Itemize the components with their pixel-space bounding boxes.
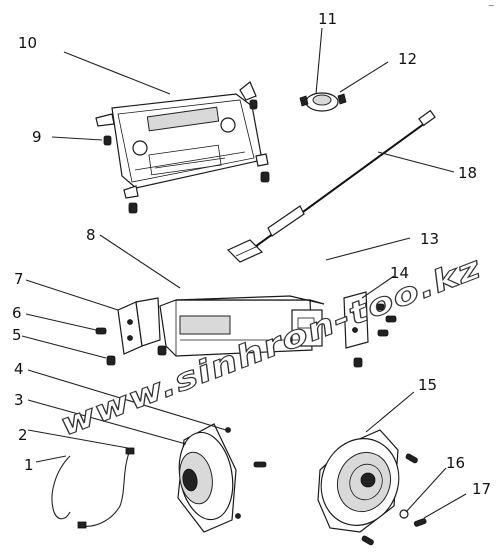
callout-7: 7	[14, 270, 24, 288]
leader-lines	[21, 27, 467, 519]
wire-harness	[51, 447, 135, 529]
door-speaker-left	[177, 423, 241, 533]
screw-14c	[377, 329, 389, 337]
callout-16: 16	[446, 454, 465, 472]
antenna-mast	[226, 109, 436, 263]
callout-3: 3	[14, 391, 24, 409]
right-bracket	[343, 291, 369, 349]
screw-14d	[353, 357, 363, 368]
tweeter-unit	[299, 92, 347, 112]
callout-17: 17	[472, 480, 491, 498]
callout-18: 18	[458, 164, 477, 182]
screw-5	[106, 355, 116, 366]
watermark-text: www.sinhron-too.kz	[56, 250, 487, 443]
screw-speaker-left	[253, 461, 267, 468]
screw-8b	[157, 345, 167, 356]
callout-4: 4	[14, 360, 24, 378]
callout-1: 1	[24, 456, 34, 474]
screw-9	[103, 135, 112, 146]
screw-14a	[373, 303, 385, 311]
corner-mark: ~	[488, 1, 495, 10]
door-speaker-right	[317, 429, 400, 533]
callout-8: 8	[86, 226, 96, 244]
screw-10c	[260, 171, 270, 183]
callout-10: 10	[18, 34, 37, 52]
callout-13: 13	[420, 230, 439, 248]
callout-5: 5	[12, 326, 22, 344]
screw-15a	[405, 453, 418, 464]
callout-12: 12	[398, 50, 417, 68]
callout-2: 2	[18, 426, 28, 444]
callout-11: 11	[318, 10, 337, 28]
screw-14b	[385, 315, 397, 323]
callout-14: 14	[390, 264, 409, 282]
screw-10b	[128, 202, 138, 214]
callout-9: 9	[32, 128, 42, 146]
screw-17a	[413, 518, 427, 527]
screw-17b	[361, 535, 374, 546]
left-bracket	[117, 297, 161, 355]
cd-changer-box	[159, 295, 325, 357]
radio-head-unit	[95, 81, 269, 199]
screw-10a	[249, 99, 258, 110]
callout-6: 6	[12, 304, 22, 322]
callout-15: 15	[418, 376, 437, 394]
screw-6	[95, 327, 107, 335]
